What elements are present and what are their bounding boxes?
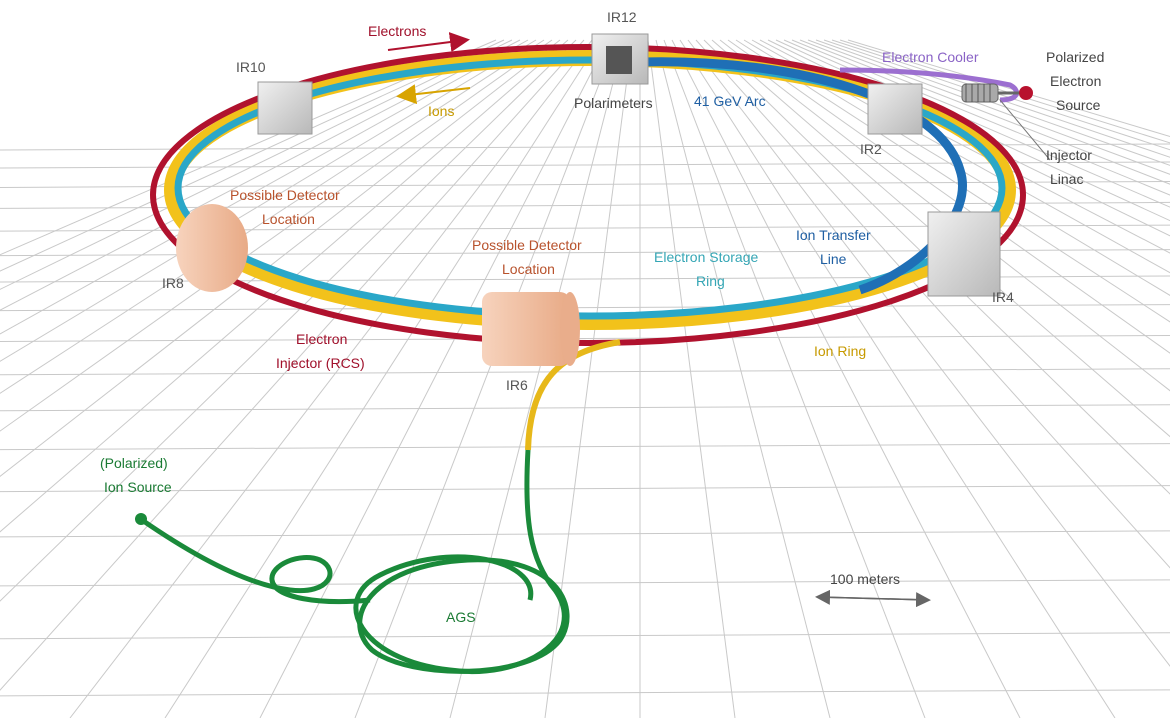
ion-transfer-line-arc — [639, 57, 967, 295]
label-ir6: IR6 — [506, 377, 528, 393]
label-ion-ring: Ion Ring — [814, 343, 866, 359]
ring-assembly — [150, 44, 1026, 346]
label-detector-left-2: Location — [262, 211, 315, 227]
label-storage-ring-1: Electron Storage — [654, 249, 758, 265]
label-transfer-line-1: Ion Transfer — [796, 227, 871, 243]
ion-source-node — [135, 513, 147, 525]
label-injector-linac-2: Linac — [1050, 171, 1083, 187]
label-polarized-source-1: Polarized — [1046, 49, 1104, 65]
label-electron-cooler: Electron Cooler — [882, 49, 979, 65]
electron-storage-ring — [174, 56, 1006, 320]
label-injector-linac-1: Injector — [1046, 147, 1092, 163]
label-transfer-line-2: Line — [820, 251, 847, 267]
label-polarimeters: Polarimeters — [574, 95, 653, 111]
label-polarized-source-2: Electron — [1050, 73, 1101, 89]
ir4-box — [927, 211, 1001, 297]
ags-ring — [357, 557, 570, 674]
label-ir8: IR8 — [162, 275, 184, 291]
label-detector-center-2: Location — [502, 261, 555, 277]
label-scale: 100 meters — [830, 571, 900, 587]
label-ions: Ions — [428, 103, 454, 119]
electron-cooler-line — [839, 67, 1019, 103]
label-ion-source-2: Ion Source — [104, 479, 172, 495]
scale-bar — [815, 589, 931, 608]
label-detector-center-1: Possible Detector — [472, 237, 582, 253]
label-injector-rcs-1: Electron — [296, 331, 347, 347]
ir12-box — [591, 33, 649, 85]
label-ir4: IR4 — [992, 289, 1014, 305]
label-ags: AGS — [446, 609, 476, 625]
label-polarized-source-3: Source — [1056, 97, 1101, 113]
label-detector-left-1: Possible Detector — [230, 187, 340, 203]
label-storage-ring-2: Ring — [696, 273, 725, 289]
label-ir2: IR2 — [860, 141, 882, 157]
electrons-direction-arrow — [387, 32, 470, 52]
polarized-electron-source — [961, 83, 1033, 103]
label-electrons: Electrons — [368, 23, 426, 39]
label-ion-source-1: (Polarized) — [100, 455, 168, 471]
ir2-box — [867, 83, 923, 135]
label-ir10: IR10 — [236, 59, 266, 75]
ion-feed-line-yellow — [525, 339, 621, 451]
detector-center — [482, 292, 580, 366]
label-injector-rcs-2: Injector (RCS) — [276, 355, 365, 371]
label-ir12: IR12 — [607, 9, 637, 25]
injector-linac-leader — [999, 99, 1051, 161]
ir10-box — [257, 81, 313, 135]
electron-injector-ring — [150, 44, 1026, 346]
label-arc: 41 GeV Arc — [694, 93, 766, 109]
detector-left — [176, 204, 248, 292]
ion-source-loop — [140, 517, 371, 605]
ions-direction-arrow — [396, 84, 471, 105]
